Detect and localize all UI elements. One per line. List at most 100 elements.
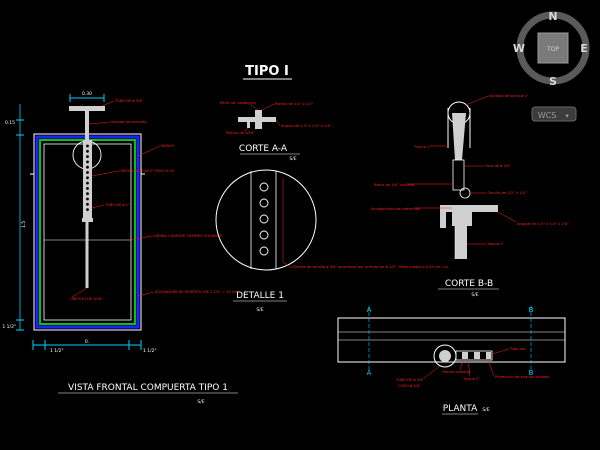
- note-corte-bb-3: Rosca de 3/4" roscado: [374, 183, 414, 187]
- section-b-bottom-label: B: [529, 369, 534, 377]
- wcs-label: WCS: [538, 111, 557, 120]
- detail-hole: [259, 198, 269, 208]
- corte-aa-view: Perfil con soldadura Platina de 1/2" x 1…: [220, 101, 332, 162]
- planta-scale: S/E: [482, 407, 489, 413]
- note-frontal-1: Sellado de concreto: [111, 120, 147, 124]
- note-frontal-0: TUBO DE ø 3/4": [114, 99, 144, 103]
- planta-pipe-core: [439, 350, 451, 362]
- note-frontal-4: TUBO DE ø 1": [104, 203, 130, 207]
- note-corte-bb-6: Angular de 1.5" x 1.5" x 1/4": [517, 222, 569, 226]
- viewcube[interactable]: N S E W TOP WCS ▾: [513, 10, 590, 122]
- note-corte-bb-0: Soldado de barra ø 1": [489, 94, 529, 98]
- note-corte-aa-1: Platina de 1/2" x 1/2": [275, 102, 314, 106]
- handle-stem: [85, 111, 89, 147]
- bb-clamp: [452, 212, 472, 226]
- detail-holes: [259, 182, 269, 256]
- corte-aa-annotations: Perfil con soldadura Platina de 1/2" x 1…: [220, 101, 332, 135]
- stem-hole: [85, 149, 90, 153]
- stem-coupling: [82, 218, 93, 222]
- corte-bb-annotations: Soldado de barra ø 1" Tuvo ø 1" Tuvo de …: [371, 94, 569, 246]
- note-planta-5: Protección de angular soldado: [495, 375, 549, 379]
- corte-bb-view: Soldado de barra ø 1" Tuvo ø 1" Tuvo de …: [371, 94, 569, 298]
- bb-angle-leg: [440, 212, 446, 228]
- stem-hole: [85, 176, 90, 180]
- note-planta-2: TUBO DE ø 3/4": [395, 378, 425, 382]
- viewcube-compass-ring[interactable]: [516, 11, 590, 85]
- bb-collar: [452, 159, 465, 191]
- planta-view: A A B B Tubo liso Tornillo soldado TUBO …: [337, 306, 566, 415]
- drawing-title: TIPO I: [245, 64, 289, 79]
- frontal-view-scale: S/E: [197, 399, 204, 405]
- section-a-top-label: A: [367, 306, 372, 314]
- note-frontal-2: MARCO: [161, 144, 174, 148]
- note-corte-aa-3: Platina de 3/16": [226, 131, 255, 135]
- viewcube-top-face[interactable]: [537, 32, 569, 64]
- stem-hole: [85, 170, 90, 175]
- dim-text-bottom-right: 1 1/2": [143, 348, 157, 354]
- operating-handle: [69, 106, 105, 111]
- stem-hole: [85, 197, 90, 201]
- bb-lower-pipe: [455, 226, 467, 259]
- plate-web: [255, 110, 262, 129]
- note-frontal-6: ORIFICIO DE 3/16": [70, 297, 103, 301]
- chevron-down-icon: ▾: [565, 112, 569, 120]
- dim-text-top: 0.30: [82, 91, 92, 97]
- wcs-button[interactable]: [531, 106, 577, 122]
- bb-inner-bar: [452, 113, 466, 160]
- stem-hole: [85, 192, 90, 196]
- compass-north-label[interactable]: N: [548, 10, 557, 23]
- section-b-top-label: B: [529, 306, 534, 314]
- stem-hole: [85, 165, 90, 169]
- corte-bb-scale: S/E: [471, 292, 478, 298]
- viewcube-face-label: TOP: [546, 46, 559, 53]
- detail-leader: [282, 261, 293, 269]
- note-corte-aa-0: Perfil con soldadura: [220, 101, 256, 105]
- stem-hole: [85, 186, 90, 190]
- section-a-bottom-label: A: [367, 369, 372, 377]
- detalle-scale: S/E: [256, 307, 263, 313]
- dim-text-left-bottom: 1 1/2": [2, 324, 16, 330]
- detail-circle: [215, 169, 317, 271]
- dim-text-bottom: 0.: [85, 339, 89, 345]
- planta-bolt: [486, 352, 491, 359]
- note-corte-bb-1: Tuvo ø 1": [413, 145, 431, 149]
- stem-hole: [85, 208, 90, 212]
- detail-hole: [259, 182, 269, 192]
- planta-bolt: [474, 352, 480, 359]
- frontal-view: 0.15 1.5 1 1/2" 0.30 0. 1 1/2" 1 1/2": [2, 91, 238, 405]
- stem-hole: [85, 181, 90, 185]
- detalle-title: DETALLE 1: [236, 291, 284, 301]
- stem-hole: [85, 144, 90, 148]
- note-planta-0: Tubo liso: [509, 347, 526, 351]
- note-corte-bb-5: Acodamiento de protección: [371, 207, 420, 211]
- stem-hole: [85, 160, 90, 164]
- planta-annotations: Tubo liso Tornillo soldado TUBO DE ø 3/4…: [395, 347, 549, 388]
- dim-text-left-top: 0.15: [5, 120, 15, 126]
- note-corte-bb-2: Tuvo de ø 3/4": [484, 164, 511, 168]
- stem-hole: [85, 202, 90, 206]
- note-detalle-0: Detalle de tornillo ø 3/4" apretando por…: [293, 265, 449, 269]
- dim-text-left-main: 1.5: [21, 221, 27, 228]
- frontal-annotations: TUBO DE ø 3/4" Sellado de concreto MARCO…: [70, 99, 238, 301]
- note-planta-3: CODO ø 3/4": [398, 384, 421, 388]
- frontal-view-title: VISTA FRONTAL COMPUERTA TIPO 1: [68, 383, 228, 393]
- planta-bracket: [455, 350, 493, 361]
- stem-holes: [85, 144, 90, 212]
- detalle-view: Detalle de tornillo ø 3/4" apretando por…: [215, 169, 449, 313]
- compass-east-label[interactable]: E: [580, 42, 588, 55]
- note-corte-bb-7: Tubo ø 1": [486, 242, 504, 246]
- note-frontal-3: ORIFICIOS DE ø1/2" PASO 0.05: [119, 169, 174, 173]
- compass-south-label[interactable]: S: [549, 75, 557, 88]
- compass-west-label[interactable]: W: [513, 42, 525, 55]
- note-frontal-7: SOLDADURA DE MORTERO DE 2 1/2" = 10 cm: [155, 290, 238, 294]
- corte-aa-scale: S/E: [289, 156, 296, 162]
- note-frontal-5: LAMINA CALIENTE THERMO-CHORADO: [153, 234, 222, 238]
- dim-text-bottom-left: 1 1/2": [50, 348, 64, 354]
- planta-title: PLANTA: [443, 404, 478, 414]
- note-corte-aa-2: Angulo de 1.5" x 1.5" x 1/4": [281, 124, 332, 128]
- planta-bolt: [462, 352, 468, 359]
- detail-hole: [259, 230, 269, 240]
- detail-hole: [259, 246, 269, 256]
